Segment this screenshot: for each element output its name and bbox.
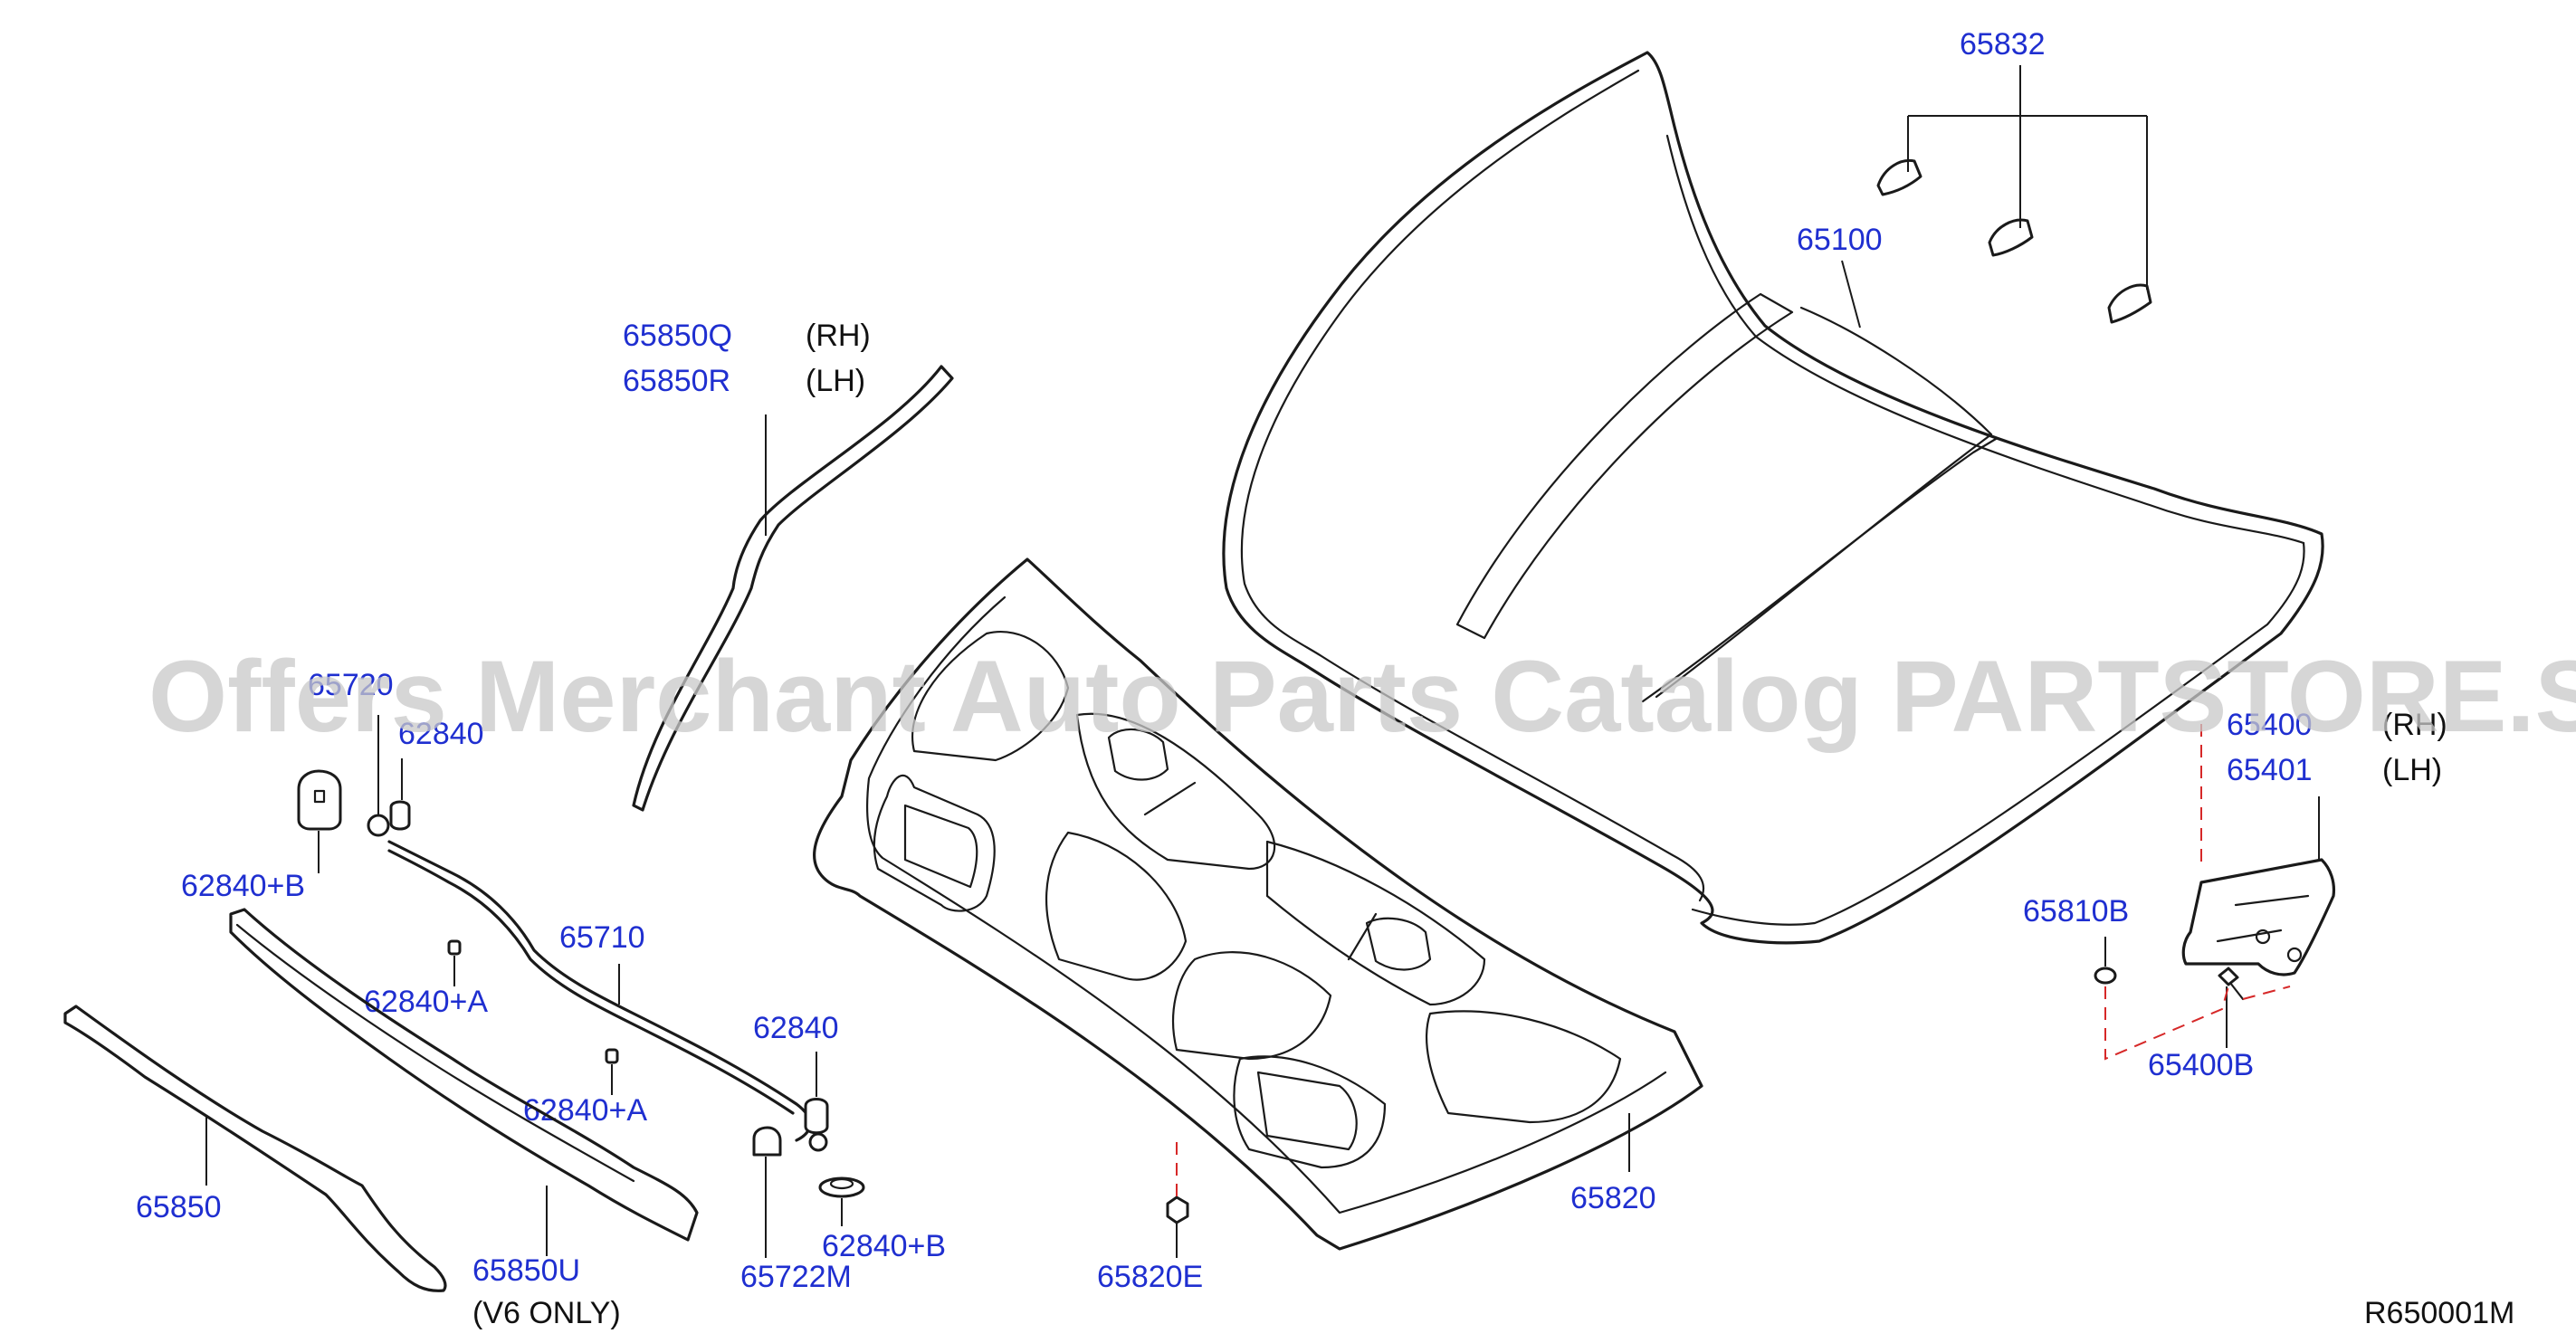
callout-65850R: 65850R [623, 364, 730, 398]
leader-65100 [1841, 260, 1861, 329]
rod-holder[interactable] [752, 1126, 782, 1157]
watermark: Offers Merchant Auto Parts Catalog PARTS… [148, 640, 2576, 753]
callout-65810b: 65810B [2023, 894, 2129, 929]
callout-65100: 65100 [1797, 223, 1883, 257]
dash-bolt-to-hinge [2242, 986, 2291, 1000]
hinge-bolt[interactable] [2218, 967, 2245, 1001]
note-lh-2: (LH) [2382, 753, 2442, 787]
hood-support-rod[interactable] [367, 814, 828, 1152]
callout-65850Q: 65850Q [623, 319, 732, 353]
callout-65710: 65710 [559, 920, 645, 955]
rod-grommet-top[interactable] [389, 800, 411, 831]
callout-65850u: 65850U [472, 1253, 580, 1288]
note-v6-only: (V6 ONLY) [472, 1296, 621, 1330]
callout-65400b: 65400B [2148, 1048, 2254, 1082]
callout-65820E: 65820E [1097, 1260, 1203, 1294]
callout-65722m: 65722M [740, 1260, 852, 1294]
callout-62840b-right: 62840+B [822, 1229, 946, 1263]
callout-65400: 65400 [2227, 708, 2313, 742]
rod-bushing [367, 814, 390, 837]
callout-65832: 65832 [1960, 27, 2046, 62]
callout-62840-top: 62840 [398, 717, 484, 751]
callout-65720: 65720 [308, 668, 394, 702]
rod-grommet-mid[interactable] [804, 1098, 829, 1135]
hood-pads[interactable] [1876, 158, 2152, 324]
hood-insulator[interactable] [813, 557, 1703, 1251]
note-lh-1: (LH) [806, 364, 865, 398]
callout-62840-mid: 62840 [753, 1011, 839, 1045]
grommet-b-right[interactable] [818, 1176, 865, 1198]
callout-62840a-2: 62840+A [523, 1093, 647, 1128]
rod-end [808, 1132, 828, 1152]
callout-62840b-left: 62840+B [181, 869, 305, 903]
dash-washer-to-bolt [2104, 986, 2229, 1061]
callout-65401: 65401 [2227, 753, 2313, 787]
hood-weatherstrip-side[interactable] [632, 365, 954, 812]
insulator-clip[interactable] [1166, 1195, 1189, 1224]
callout-65820: 65820 [1570, 1181, 1656, 1215]
clip-a-2[interactable] [605, 1048, 619, 1064]
leader-65832 [1907, 65, 2148, 290]
note-rh-2: (RH) [2382, 708, 2447, 742]
hood-front-seal[interactable] [63, 1005, 447, 1292]
clip-a-1[interactable] [447, 939, 462, 956]
hood-hinge[interactable] [2181, 858, 2336, 976]
hood-seal-v6[interactable] [229, 908, 699, 1242]
grommet-b-left[interactable] [297, 769, 342, 831]
hood-panel[interactable] [1222, 51, 2324, 945]
note-rh-1: (RH) [806, 319, 871, 353]
callout-62840a-1: 62840+A [364, 985, 488, 1019]
reference-code: R650001M [2364, 1296, 2514, 1330]
callout-65850: 65850 [136, 1190, 222, 1224]
hinge-washer[interactable] [2094, 967, 2117, 985]
